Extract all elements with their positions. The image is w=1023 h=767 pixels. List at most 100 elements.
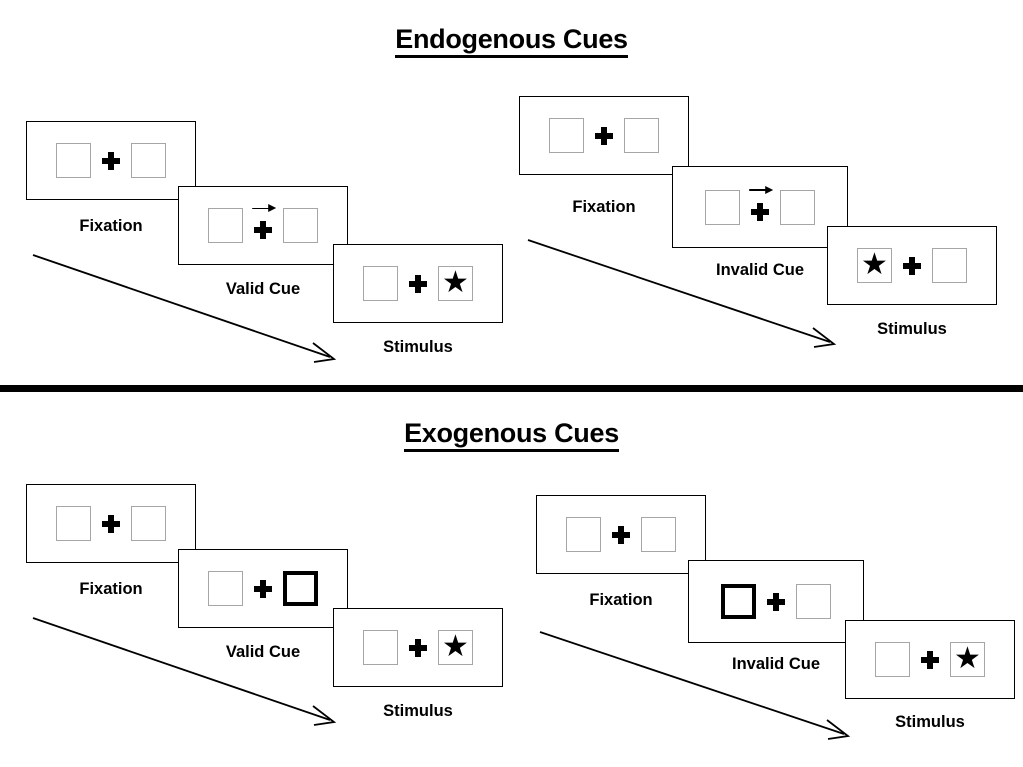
screen-label-endogenous-invalid-fixation: Fixation xyxy=(572,198,636,216)
fixation-center xyxy=(584,112,624,160)
left-box[interactable] xyxy=(549,118,584,153)
left-box[interactable] xyxy=(705,189,740,225)
screen-content xyxy=(549,112,659,160)
left-box-cued[interactable] xyxy=(721,584,756,619)
screen-content xyxy=(208,565,318,613)
screen-content: ★ xyxy=(875,636,985,684)
section-title-exogenous-text: Exogenous Cues xyxy=(404,418,619,452)
left-box[interactable] xyxy=(56,506,91,541)
right-box[interactable] xyxy=(932,248,967,283)
fixation-center xyxy=(756,578,796,626)
fixation-cross-icon xyxy=(102,151,120,170)
fixation-center xyxy=(398,260,438,308)
right-box[interactable]: ★ xyxy=(438,266,473,301)
screen-label-endogenous-invalid-cue: Invalid Cue xyxy=(715,261,805,279)
fixation-cross-icon xyxy=(751,202,769,221)
fixation-center xyxy=(243,202,283,250)
right-box[interactable] xyxy=(283,208,318,243)
left-box[interactable] xyxy=(875,642,910,677)
arrow-shaft xyxy=(749,189,769,191)
screen-label-exogenous-valid-cue: Valid Cue xyxy=(225,643,301,661)
left-box[interactable] xyxy=(208,571,243,606)
star-icon: ★ xyxy=(861,248,888,281)
right-box[interactable] xyxy=(796,584,831,619)
screen-exogenous-valid-cue[interactable] xyxy=(178,549,348,628)
right-box[interactable] xyxy=(624,118,659,153)
screen-label-endogenous-valid-fixation: Fixation xyxy=(79,217,143,235)
screen-label-exogenous-invalid-stimulus: Stimulus xyxy=(895,713,965,731)
fixation-cross-icon xyxy=(409,638,427,657)
screen-exogenous-invalid-stimulus[interactable]: ★ xyxy=(845,620,1015,699)
screen-endogenous-invalid-fixation[interactable] xyxy=(519,96,689,175)
screen-label-endogenous-valid-cue: Valid Cue xyxy=(225,280,301,298)
screen-content xyxy=(721,578,831,626)
screen-label-exogenous-valid-fixation: Fixation xyxy=(79,580,143,598)
fixation-center xyxy=(398,624,438,672)
right-box[interactable] xyxy=(780,189,815,225)
arrow-head xyxy=(765,185,774,194)
section-title-endogenous-text: Endogenous Cues xyxy=(395,24,628,58)
section-divider xyxy=(0,385,1023,392)
screen-content xyxy=(56,500,166,548)
screen-content xyxy=(208,202,318,250)
fixation-center xyxy=(740,183,780,231)
fixation-cross-icon xyxy=(767,592,785,611)
fixation-cross-icon xyxy=(921,650,939,669)
screen-exogenous-valid-stimulus[interactable]: ★ xyxy=(333,608,503,687)
arrow-head xyxy=(268,204,277,212)
arrow-shaft xyxy=(252,207,272,210)
screen-endogenous-valid-stimulus[interactable]: ★ xyxy=(333,244,503,323)
right-box[interactable] xyxy=(641,517,676,552)
screen-label-endogenous-valid-stimulus: Stimulus xyxy=(383,338,453,356)
fixation-cross-icon xyxy=(102,514,120,533)
right-box[interactable]: ★ xyxy=(950,642,985,677)
fixation-center xyxy=(910,636,950,684)
arrow-right-cue-icon xyxy=(252,204,277,214)
screen-label-exogenous-invalid-cue: Invalid Cue xyxy=(731,655,821,673)
star-icon: ★ xyxy=(442,266,469,299)
right-box[interactable] xyxy=(131,506,166,541)
screen-content xyxy=(705,183,815,231)
star-icon: ★ xyxy=(954,642,981,675)
right-box[interactable] xyxy=(131,143,166,178)
screen-exogenous-valid-fixation[interactable] xyxy=(26,484,196,563)
screen-endogenous-invalid-cue[interactable] xyxy=(672,166,848,248)
star-icon: ★ xyxy=(442,630,469,663)
screen-exogenous-invalid-cue[interactable] xyxy=(688,560,864,643)
screen-endogenous-valid-fixation[interactable] xyxy=(26,121,196,200)
screen-exogenous-invalid-fixation[interactable] xyxy=(536,495,706,574)
fixation-center xyxy=(892,242,932,290)
fixation-cross-icon xyxy=(409,274,427,293)
left-box[interactable]: ★ xyxy=(857,248,892,283)
arrow-right-cue-icon xyxy=(749,185,774,195)
left-box[interactable] xyxy=(566,517,601,552)
screen-content xyxy=(566,511,676,559)
fixation-cross-icon xyxy=(254,221,272,239)
left-box[interactable] xyxy=(363,266,398,301)
right-box-cued[interactable] xyxy=(283,571,318,606)
right-box[interactable]: ★ xyxy=(438,630,473,665)
screen-content: ★ xyxy=(363,260,473,308)
section-title-exogenous: Exogenous Cues xyxy=(0,418,1023,452)
screen-content: ★ xyxy=(857,242,967,290)
fixation-cross-icon xyxy=(595,126,613,145)
screen-endogenous-valid-cue[interactable] xyxy=(178,186,348,265)
screen-label-endogenous-invalid-stimulus: Stimulus xyxy=(877,320,947,338)
fixation-cross-icon xyxy=(612,525,630,544)
screen-content xyxy=(56,137,166,185)
fixation-cross-icon xyxy=(254,579,272,598)
screen-label-exogenous-invalid-fixation: Fixation xyxy=(589,591,653,609)
fixation-center xyxy=(601,511,641,559)
fixation-center xyxy=(91,137,131,185)
screen-label-exogenous-valid-stimulus: Stimulus xyxy=(383,702,453,720)
screen-endogenous-invalid-stimulus[interactable]: ★ xyxy=(827,226,997,305)
left-box[interactable] xyxy=(363,630,398,665)
left-box[interactable] xyxy=(208,208,243,243)
left-box[interactable] xyxy=(56,143,91,178)
fixation-cross-icon xyxy=(903,256,921,275)
section-title-endogenous: Endogenous Cues xyxy=(0,24,1023,58)
fixation-center xyxy=(243,565,283,613)
time-progression-arrow-endogenous-invalid xyxy=(527,239,837,348)
fixation-center xyxy=(91,500,131,548)
screen-content: ★ xyxy=(363,624,473,672)
